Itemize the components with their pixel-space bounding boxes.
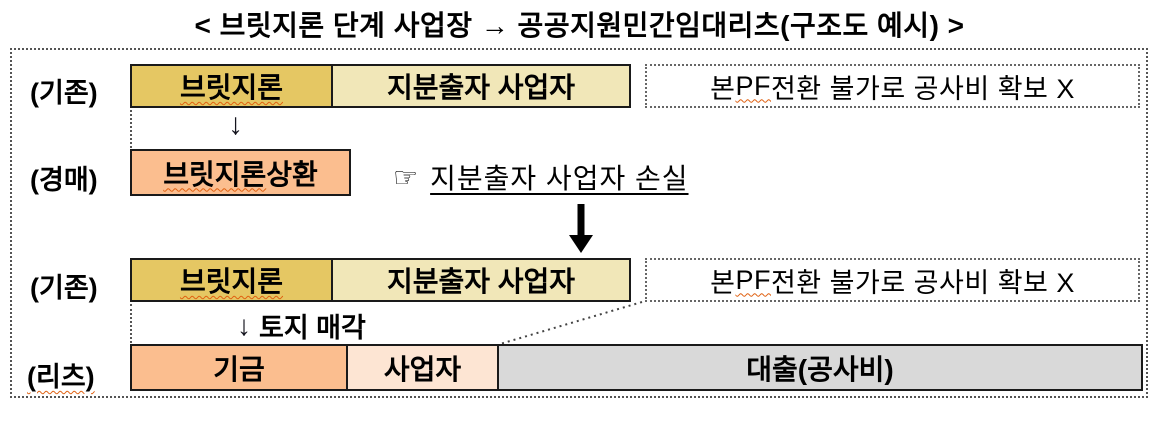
box-loan-construction-cost: 대출(공사비) bbox=[497, 344, 1143, 391]
note-bottom-prefix: 본 bbox=[710, 267, 736, 298]
note-top-prefix: 본 bbox=[710, 73, 736, 104]
note-top-pf: PF bbox=[735, 70, 771, 101]
land-sale-down-arrow-icon: ↓ bbox=[237, 309, 251, 341]
note-bottom-pf: PF bbox=[735, 264, 771, 295]
note-no-pf-top: 본 PF 전환 불가로 공사비 확보 X bbox=[645, 64, 1140, 108]
box-bridge-loan-top-label: 브릿지론 bbox=[179, 72, 284, 103]
box-bridge-loan-repayment: 브릿지론 상환 bbox=[130, 149, 351, 196]
box-equity-investor-top-label: 지분출자 사업자 bbox=[386, 72, 576, 103]
page-title: < 브릿지론 단계 사업장 → 공공지원민간임대리츠(구조도 예시) > bbox=[194, 10, 965, 41]
box-equity-investor-bottom-label: 지분출자 사업자 bbox=[386, 266, 576, 297]
box-bridge-loan-repayment-main: 브릿지론 bbox=[163, 158, 267, 190]
row-label-existing-bottom: (기존) bbox=[30, 273, 98, 303]
box-bridge-loan-bottom: 브릿지론 bbox=[130, 258, 333, 302]
dotted-connector-left-top bbox=[130, 110, 132, 148]
row-label-reits-text: (리츠) bbox=[27, 362, 95, 392]
box-bridge-loan-top: 브릿지론 bbox=[130, 64, 333, 108]
note-top-suffix: 전환 불가로 공사비 확보 X bbox=[770, 73, 1075, 104]
box-equity-investor-bottom: 지분출자 사업자 bbox=[331, 258, 631, 302]
box-bridge-loan-repayment-rest: 상환 bbox=[266, 158, 318, 190]
down-arrow-icon: ↓ bbox=[228, 108, 243, 141]
row-label-reits: (리츠) bbox=[27, 355, 95, 394]
note-bottom-suffix: 전환 불가로 공사비 확보 X bbox=[770, 267, 1075, 298]
box-loan-construction-cost-label: 대출(공사비) bbox=[746, 353, 894, 385]
box-bridge-loan-bottom-label: 브릿지론 bbox=[179, 266, 284, 297]
box-business: 사업자 bbox=[346, 344, 499, 391]
land-sale-text: 토지 매각 bbox=[259, 313, 366, 343]
box-fund-label: 기금 bbox=[213, 353, 265, 385]
pointing-finger-icon: ☞ bbox=[393, 161, 419, 193]
box-fund: 기금 bbox=[130, 344, 348, 391]
note-no-pf-bottom: 본 PF 전환 불가로 공사비 확보 X bbox=[645, 258, 1140, 302]
dotted-connector-left-bottom bbox=[130, 304, 132, 343]
row-label-auction: (경매) bbox=[30, 165, 98, 195]
box-equity-investor-top: 지분출자 사업자 bbox=[331, 64, 631, 108]
equity-loss-text: 지분출자 사업자 손실 bbox=[430, 163, 689, 194]
row-label-existing-top: (기존) bbox=[30, 78, 98, 108]
land-sale-line: ↓ 토지 매각 bbox=[237, 306, 366, 345]
equity-loss-line: ☞ 지분출자 사업자 손실 bbox=[393, 157, 689, 197]
box-business-label: 사업자 bbox=[383, 353, 462, 385]
